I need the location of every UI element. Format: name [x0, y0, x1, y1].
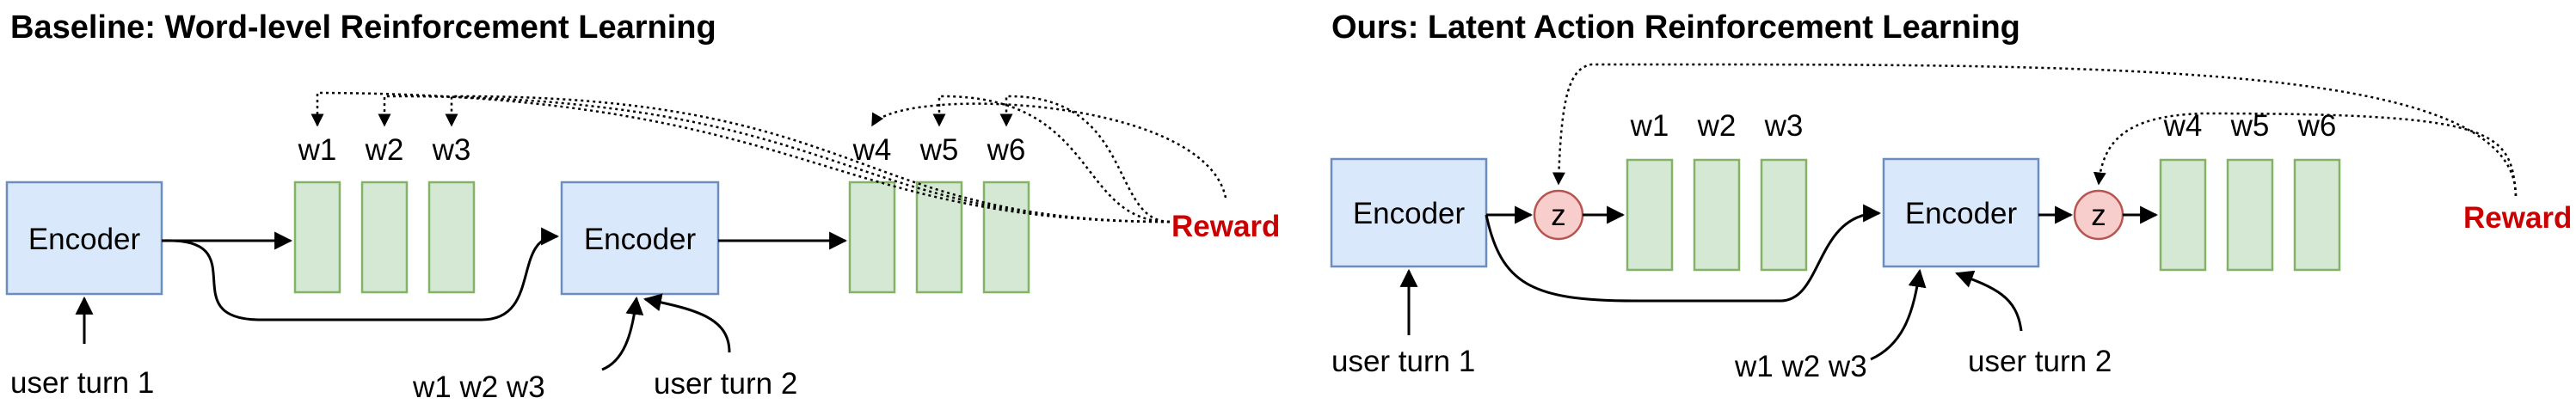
- baseline-panel: Baseline: Word-level Reinforcement Learn…: [5, 9, 1280, 404]
- baseline-arrow-enc1-to-enc2: [161, 227, 560, 321]
- baseline-token-label-w2: w2: [365, 133, 404, 167]
- ours-token-w6: [2293, 158, 2341, 272]
- baseline-arrow-input-words: [601, 296, 644, 371]
- baseline-input2-label: user turn 2: [654, 367, 797, 401]
- ours-token-label-w2: w2: [1697, 109, 1737, 143]
- baseline-encoder-2-label: Encoder: [584, 223, 697, 256]
- ours-token-w2: [1693, 158, 1741, 272]
- ours-encoder-2-label: Encoder: [1905, 197, 2018, 230]
- baseline-token-w2: [360, 181, 409, 294]
- ours-title: Ours: Latent Action Reinforcement Learni…: [1331, 9, 2020, 46]
- ours-arrow-input2: [1955, 270, 2023, 332]
- baseline-input-words-label: w1 w2 w3: [412, 370, 545, 404]
- baseline-token-w4: [848, 181, 896, 294]
- baseline-title: Baseline: Word-level Reinforcement Learn…: [10, 9, 716, 46]
- ours-input-words-label: w1 w2 w3: [1734, 350, 1867, 383]
- baseline-token-w5: [915, 181, 963, 294]
- ours-latent-z-1-label: z: [1551, 199, 1566, 232]
- ours-token-label-w1: w1: [1630, 109, 1669, 143]
- baseline-reward-arrows: [310, 91, 1227, 223]
- baseline-encoder-1: Encoder: [5, 181, 163, 296]
- ours-input1-label: user turn 1: [1331, 345, 1475, 378]
- ours-reward-arrows: [1552, 63, 2518, 197]
- ours-token-label-w3: w3: [1764, 109, 1804, 143]
- baseline-token-label-w3: w3: [432, 133, 471, 167]
- ours-token-w1: [1626, 158, 1674, 272]
- baseline-encoder-1-label: Encoder: [28, 223, 141, 256]
- ours-encoder-1: Encoder: [1330, 157, 1488, 268]
- ours-latent-z-2-label: z: [2091, 199, 2106, 232]
- baseline-token-label-w1: w1: [298, 133, 337, 167]
- ours-latent-z-1: z: [1533, 189, 1584, 241]
- baseline-token-label-w5: w5: [919, 133, 959, 167]
- baseline-token-w3: [427, 181, 476, 294]
- ours-arrow-enc1-to-enc2: [1485, 204, 1882, 303]
- baseline-token-w1: [293, 181, 341, 294]
- ours-panel: Ours: Latent Action Reinforcement Learni…: [1330, 9, 2572, 383]
- baseline-reward-label: Reward: [1171, 210, 1280, 243]
- baseline-input1-label: user turn 1: [10, 366, 154, 400]
- ours-reward-label: Reward: [2463, 201, 2572, 235]
- ours-token-w4: [2159, 158, 2207, 272]
- ours-token-w5: [2226, 158, 2274, 272]
- ours-latent-z-2: z: [2073, 189, 2124, 241]
- baseline-arrow-input2: [642, 293, 731, 353]
- ours-token-w3: [1760, 158, 1808, 272]
- ours-encoder-1-label: Encoder: [1353, 197, 1466, 230]
- ours-encoder-2: Encoder: [1882, 157, 2040, 268]
- ours-arrow-input-words: [1870, 268, 1927, 361]
- baseline-token-w6: [982, 181, 1030, 294]
- ours-input2-label: user turn 2: [1968, 345, 2112, 378]
- baseline-token-label-w6: w6: [987, 133, 1026, 167]
- baseline-encoder-2: Encoder: [560, 181, 720, 296]
